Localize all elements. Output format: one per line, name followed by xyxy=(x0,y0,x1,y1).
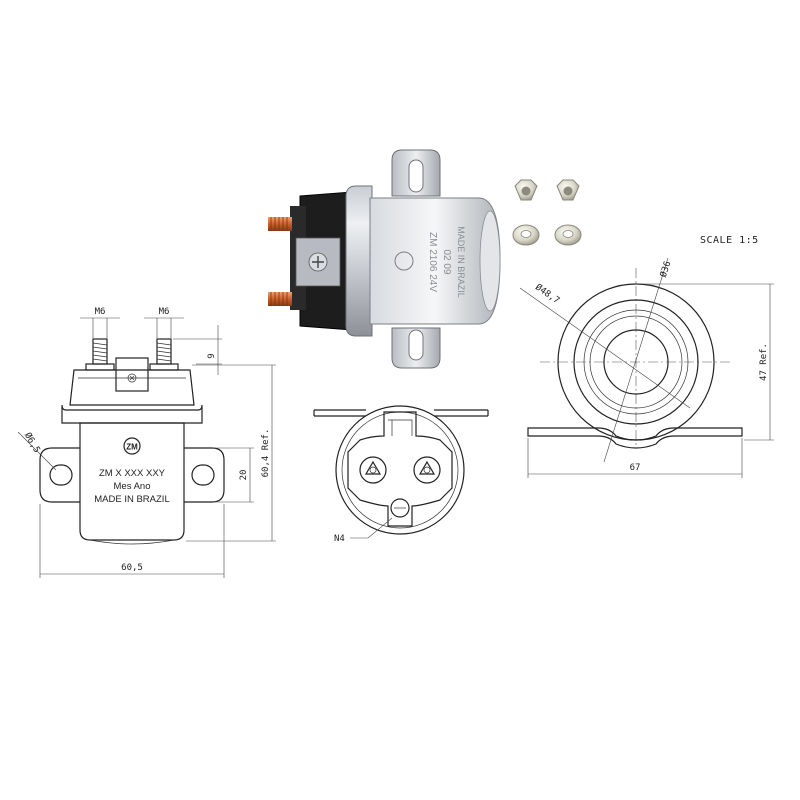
dim-top-9: 9 xyxy=(173,325,222,375)
svg-text:ZM 2106 24V: ZM 2106 24V xyxy=(427,232,438,292)
svg-text:M6: M6 xyxy=(159,307,170,317)
housing-flange xyxy=(345,185,373,337)
left-stud-nut xyxy=(85,363,115,371)
left-stud xyxy=(92,338,108,365)
svg-text:02 09: 02 09 xyxy=(441,249,452,274)
side-view: Ø36 Ø48,7 47 Ref. 67 xyxy=(519,257,774,478)
scale-label: SCALE 1:5 xyxy=(700,235,759,246)
marking-line-2: Mes Ano xyxy=(114,481,151,492)
dim-width-67: 67 xyxy=(527,438,743,478)
dim-height-47: 47 Ref. xyxy=(636,283,774,441)
end-view-terminal-base xyxy=(347,411,453,527)
marking-line-1: ZM X XXX XXY xyxy=(99,468,166,479)
svg-text:60,5: 60,5 xyxy=(121,563,143,573)
right-mount-hole xyxy=(191,464,215,486)
svg-text:MADE IN BRAZIL: MADE IN BRAZIL xyxy=(456,226,466,298)
washer-icon xyxy=(554,224,582,246)
end-view-outer-circle xyxy=(335,405,465,535)
left-bracket-arm xyxy=(39,447,80,503)
dim-diameter-36: Ø36 xyxy=(603,257,673,463)
callout-n4: N4 xyxy=(334,517,393,544)
end-view-bracket-right xyxy=(434,409,489,417)
bottom-copper-stud xyxy=(268,292,292,306)
terminal-cap xyxy=(69,369,195,406)
dim-width-60-5: 60,5 xyxy=(39,504,225,578)
svg-text:M6: M6 xyxy=(95,307,106,317)
front-view: ZM ZM X XXX XXY Mes Ano MADE IN BRAZIL M… xyxy=(17,307,276,578)
svg-text:67: 67 xyxy=(630,463,641,473)
top-copper-stud xyxy=(268,217,292,231)
hex-nut-icon xyxy=(556,179,580,201)
right-bracket-arm xyxy=(184,447,225,503)
dim-slot-20: 20 xyxy=(214,447,254,503)
svg-text:20: 20 xyxy=(239,470,249,481)
hex-nut-icon xyxy=(514,179,538,201)
mounting-bracket xyxy=(391,149,441,369)
control-terminal xyxy=(295,237,341,287)
right-stud-nut xyxy=(149,363,179,371)
control-tab xyxy=(115,357,149,392)
svg-text:N4: N4 xyxy=(334,534,345,544)
svg-text:Ø36: Ø36 xyxy=(658,260,673,279)
housing-flange-outline xyxy=(61,404,203,424)
dim-thread-right: M6 xyxy=(144,307,184,338)
hardware-nuts-washers xyxy=(512,179,582,246)
housing-dome xyxy=(479,210,501,312)
zm-logo-circle xyxy=(123,437,141,455)
end-view-stud-right xyxy=(413,456,441,484)
end-view-stud-left xyxy=(359,456,387,484)
housing-engraving: ZM 2106 24V 02 09 MADE IN BRAZIL xyxy=(427,226,466,298)
washer-icon xyxy=(512,224,540,246)
side-view-inner-circle xyxy=(603,329,669,395)
side-view-flange-circle xyxy=(573,299,699,425)
zm-logo-text: ZM xyxy=(126,443,138,452)
dim-height-60-4: 60,4 Ref. xyxy=(186,364,276,542)
left-mount-hole xyxy=(49,464,73,486)
end-view: N4 xyxy=(313,405,489,544)
svg-text:9: 9 xyxy=(207,353,217,358)
solenoid-photo: ZM 2106 24V 02 09 MADE IN BRAZIL xyxy=(268,149,501,369)
svg-text:Ø6,5: Ø6,5 xyxy=(22,431,42,455)
dim-thread-left: M6 xyxy=(80,307,120,338)
right-stud xyxy=(156,338,172,365)
end-view-bracket-left xyxy=(313,409,366,417)
svg-text:60,4 Ref.: 60,4 Ref. xyxy=(261,429,271,478)
side-view-bracket xyxy=(527,427,743,449)
housing-logo xyxy=(394,251,414,271)
dim-hole-diameter: Ø6,5 xyxy=(17,431,57,471)
svg-text:Ø48,7: Ø48,7 xyxy=(533,282,562,307)
dim-diameter-48-7: Ø48,7 xyxy=(519,282,691,409)
end-view-control-terminal xyxy=(390,498,410,518)
marking-line-3: MADE IN BRAZIL xyxy=(94,494,170,505)
svg-text:47 Ref.: 47 Ref. xyxy=(759,343,769,381)
